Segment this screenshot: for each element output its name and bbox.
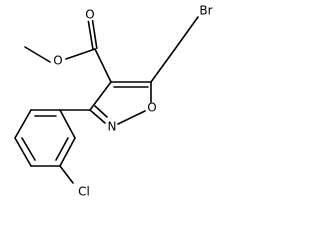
bond-carbonyl-double-a	[87, 20, 94, 50]
bond-o1-n2	[117, 110, 146, 125]
bond-ph5-cl	[59, 165, 74, 184]
bond-ph2-ph3	[14, 109, 32, 139]
atom-label-ester-oxygen: O	[53, 54, 62, 68]
atom-label-ring-oxygen: O	[147, 101, 156, 115]
bond-ester-o-methyl	[24, 46, 51, 63]
bond-ester-c-o	[65, 48, 96, 60]
bond-ph3-ph4-inner	[21, 137, 36, 161]
bond-n2-c3-inner	[94, 105, 108, 118]
bond-c3-c4	[89, 81, 112, 111]
bond-ch2-br	[174, 16, 199, 50]
atom-label-ring-nitrogen: N	[108, 120, 117, 134]
molecule-drawing: O O O N Br Cl	[14, 4, 213, 199]
bond-c5-ch2	[150, 48, 176, 83]
bond-ph5-ph6	[59, 137, 76, 167]
bond-n2-c3	[89, 109, 106, 124]
bond-ph6-ph1	[59, 109, 76, 139]
bond-ph3-ph4	[14, 137, 32, 167]
bond-carbonyl-double-b	[91, 19, 98, 50]
atom-label-chlorine: Cl	[78, 185, 90, 199]
structure-diagram: O O O N Br Cl	[14, 4, 213, 199]
atom-label-carbonyl-oxygen: O	[85, 8, 94, 22]
atom-label-bromine: Br	[199, 4, 212, 18]
bond-ph5-ph6-inner	[55, 137, 69, 161]
bond-carbonyl-c4	[94, 48, 112, 83]
